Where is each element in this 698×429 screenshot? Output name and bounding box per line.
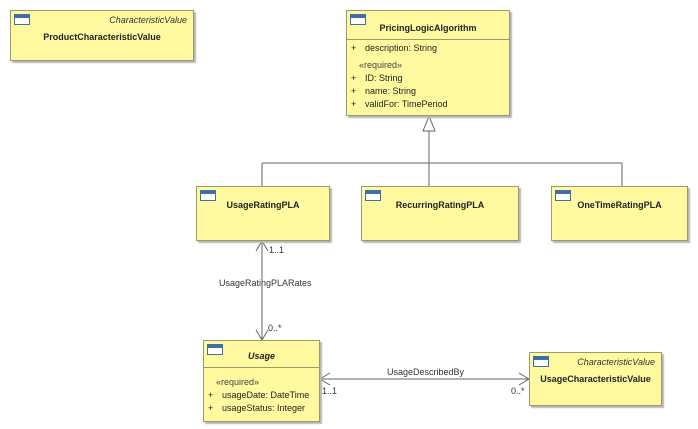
class-icon (200, 190, 216, 201)
compartment-divider (204, 367, 319, 368)
attribute-row: + name: String (351, 86, 416, 96)
visibility-marker: + (351, 73, 357, 83)
visibility-marker: + (351, 43, 357, 53)
multiplicity-label: 1..1 (269, 245, 285, 255)
attribute-row: + description: String (351, 43, 437, 53)
class-name: OneTimeRatingPLA (577, 200, 662, 210)
class-icon (533, 356, 549, 367)
attribute-row: + usageStatus: Integer (208, 403, 305, 413)
attribute-row: + usageDate: DateTime (208, 390, 309, 400)
generalization-arrowhead (422, 114, 436, 132)
visibility-marker: + (208, 403, 214, 413)
attribute-text: name: String (365, 86, 417, 96)
class-name: RecurringRatingPLA (395, 200, 485, 210)
attribute-row: + ID: String (351, 73, 403, 83)
class-usage[interactable]: Usage «required» + usageDate: DateTime + u… (203, 340, 320, 422)
attribute-text: usageDate: DateTime (222, 390, 310, 400)
class-icon (555, 190, 571, 201)
association-rates-arrow-top (255, 240, 269, 252)
class-icon (365, 190, 381, 201)
attribute-text: usageStatus: Integer (222, 403, 306, 413)
multiplicity-label: 1..1 (322, 386, 338, 396)
required-stereotype-label: «required» (359, 60, 403, 70)
class-icon (207, 344, 223, 355)
class-recurring-rating-pla[interactable]: RecurringRatingPLA (361, 186, 519, 241)
class-name: UsageRatingPLA (226, 200, 300, 210)
class-name: ProductCharacteristicValue (43, 32, 161, 42)
class-usage-rating-pla[interactable]: UsageRatingPLA (196, 186, 330, 241)
association-name-label: UsageRatingPLARates (219, 278, 312, 288)
class-onetime-rating-pla[interactable]: OneTimeRatingPLA (551, 186, 688, 241)
visibility-marker: + (208, 390, 214, 400)
multiplicity-label: 0..* (268, 323, 282, 333)
class-stereotype: CharacteristicValue (109, 15, 187, 25)
attribute-text: validFor: TimePeriod (365, 99, 448, 109)
class-name: UsageCharacteristicValue (540, 374, 651, 384)
attribute-row: + validFor: TimePeriod (351, 99, 448, 109)
visibility-marker: + (351, 86, 357, 96)
attribute-text: ID: String (365, 73, 403, 83)
attribute-text: description: String (365, 43, 438, 53)
class-usage-characteristic-value[interactable]: CharacteristicValue UsageCharacteristicV… (529, 352, 662, 406)
class-icon (350, 14, 366, 25)
association-described-arrow-left (319, 372, 331, 386)
class-stereotype: CharacteristicValue (577, 357, 655, 367)
class-pricing-logic-algorithm[interactable]: PricingLogicAlgorithm + description: Stri… (346, 10, 510, 116)
class-product-characteristic-value[interactable]: CharacteristicValue ProductCharacteristi… (10, 10, 194, 61)
association-name-label: UsageDescribedBy (387, 367, 465, 377)
required-stereotype-label: «required» (216, 377, 260, 387)
visibility-marker: + (351, 99, 357, 109)
multiplicity-label: 0..* (511, 386, 525, 396)
class-icon (14, 14, 30, 25)
class-name: PricingLogicAlgorithm (379, 23, 477, 33)
class-name: Usage (247, 351, 275, 361)
compartment-divider (347, 39, 509, 40)
